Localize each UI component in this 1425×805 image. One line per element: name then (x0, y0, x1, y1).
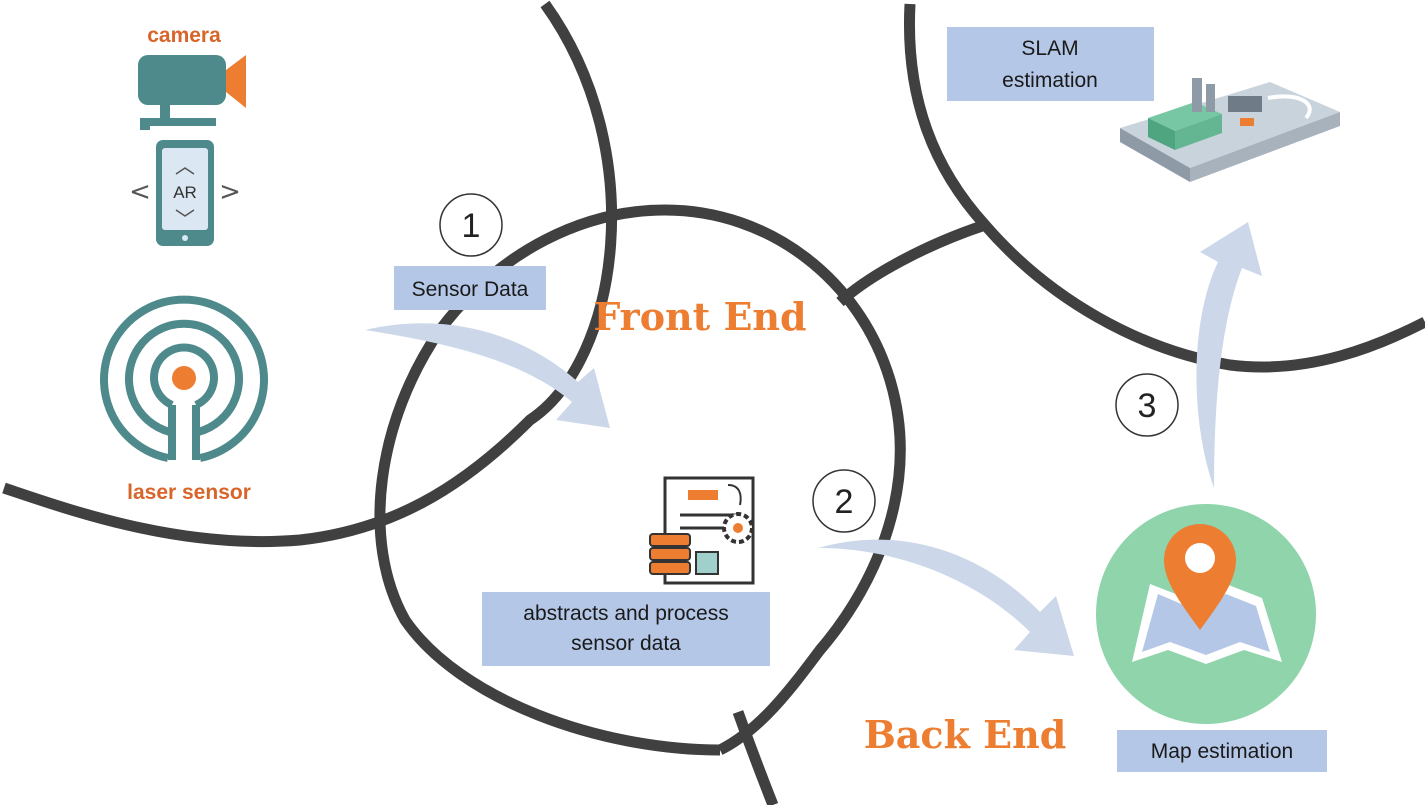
process-box (482, 592, 770, 666)
ar-label: AR (173, 183, 197, 202)
sensor-data-box (394, 266, 546, 310)
ar-right-chevron-icon: > (219, 177, 241, 207)
data-processing-icon (649, 476, 755, 585)
step-3-circle (1115, 373, 1179, 437)
front-end-title: Front End (593, 294, 806, 339)
back-end-ring (836, 219, 987, 307)
process-label-line1: abstracts and process (523, 602, 728, 625)
arrow-sensor-to-front-end (365, 323, 610, 428)
slam-box (947, 27, 1154, 101)
sensor-data-label: Sensor Data (412, 278, 529, 301)
back-end-title: Back End (864, 712, 1067, 757)
map-estimation-box (1117, 730, 1327, 772)
process-label-line2: sensor data (571, 632, 681, 655)
location-pin-icon (1164, 524, 1236, 630)
map-estimation-icon (1096, 504, 1316, 724)
slam-ring (903, 3, 1425, 373)
sensor-ring (2, 0, 618, 548)
flow-arrows (365, 222, 1262, 656)
ar-phone-icon: AR < > (129, 140, 241, 246)
camera-icon (138, 55, 246, 130)
ar-left-chevron-icon: < (129, 177, 151, 207)
factory-model-icon (1120, 78, 1340, 182)
slam-label-line2: estimation (1002, 69, 1098, 92)
slam-label-line1: SLAM (1021, 37, 1078, 60)
step-1-number: 1 (462, 207, 481, 245)
arrow-back-end-to-slam (1196, 222, 1262, 488)
laser-sensor-icon (100, 295, 268, 462)
step-2-number: 2 (835, 483, 854, 521)
map-estimation-label: Map estimation (1151, 740, 1293, 763)
arrow-front-end-to-back-end (818, 539, 1074, 656)
front-end-ring-tail (732, 710, 779, 805)
step-3-number: 3 (1138, 387, 1157, 425)
front-end-ring (374, 204, 906, 756)
step-2-circle (812, 469, 876, 533)
camera-label: camera (147, 24, 221, 47)
laser-sensor-label: laser sensor (127, 481, 251, 504)
step-1-circle (439, 193, 503, 257)
